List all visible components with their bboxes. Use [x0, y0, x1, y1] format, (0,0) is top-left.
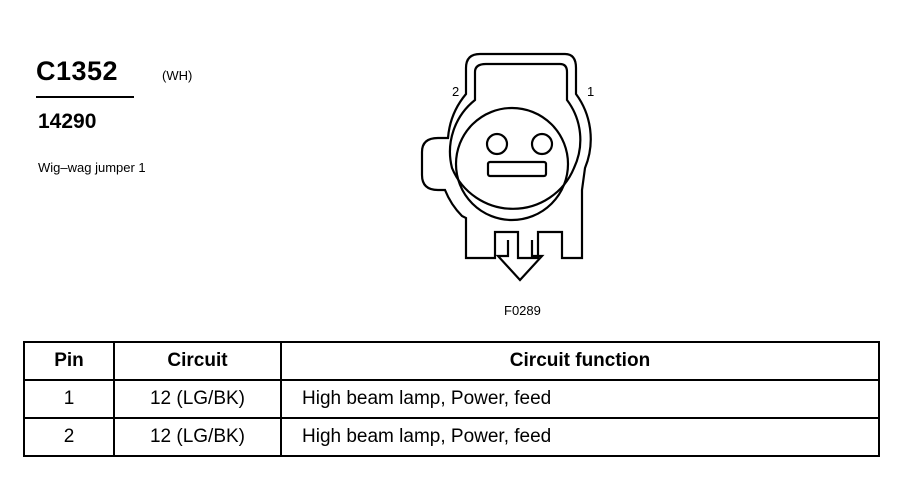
title-divider — [36, 96, 134, 98]
cell-pin: 2 — [23, 417, 115, 457]
table-row: 1 12 (LG/BK) High beam lamp, Power, feed — [23, 379, 880, 419]
keying-slot — [486, 160, 548, 178]
connector-face-diagram: 2 1 — [420, 52, 594, 282]
table-header-row: Pin Circuit Circuit function — [23, 341, 880, 381]
header-circuit: Circuit — [113, 341, 282, 381]
table-row: 2 12 (LG/BK) High beam lamp, Power, feed — [23, 417, 880, 457]
cell-pin: 1 — [23, 379, 115, 419]
connector-face — [454, 106, 570, 222]
pin-1-label: 1 — [587, 84, 594, 99]
cell-circuit-function: High beam lamp, Power, feed — [280, 417, 880, 457]
connector-inner-outline — [448, 62, 582, 210]
connector-id: C1352 — [36, 56, 119, 86]
connector-color-code: (WH) — [162, 68, 193, 83]
part-number: 14290 — [38, 110, 97, 133]
cell-circuit-function: High beam lamp, Power, feed — [280, 379, 880, 419]
header-pin: Pin — [23, 341, 115, 381]
cell-circuit: 12 (LG/BK) — [113, 417, 282, 457]
pin-2-terminal — [485, 132, 509, 156]
pin-2-label: 2 — [452, 84, 459, 99]
connector-housing-outline — [420, 52, 592, 260]
connector-description: Wig–wag jumper 1 — [38, 160, 146, 175]
cell-circuit: 12 (LG/BK) — [113, 379, 282, 419]
pinout-table: Pin Circuit Circuit function 1 12 (LG/BK… — [23, 341, 880, 457]
header-circuit-function: Circuit function — [280, 341, 880, 381]
locking-tab-arrow — [495, 240, 545, 282]
pin-1-terminal — [530, 132, 554, 156]
figure-code: F0289 — [504, 303, 541, 318]
